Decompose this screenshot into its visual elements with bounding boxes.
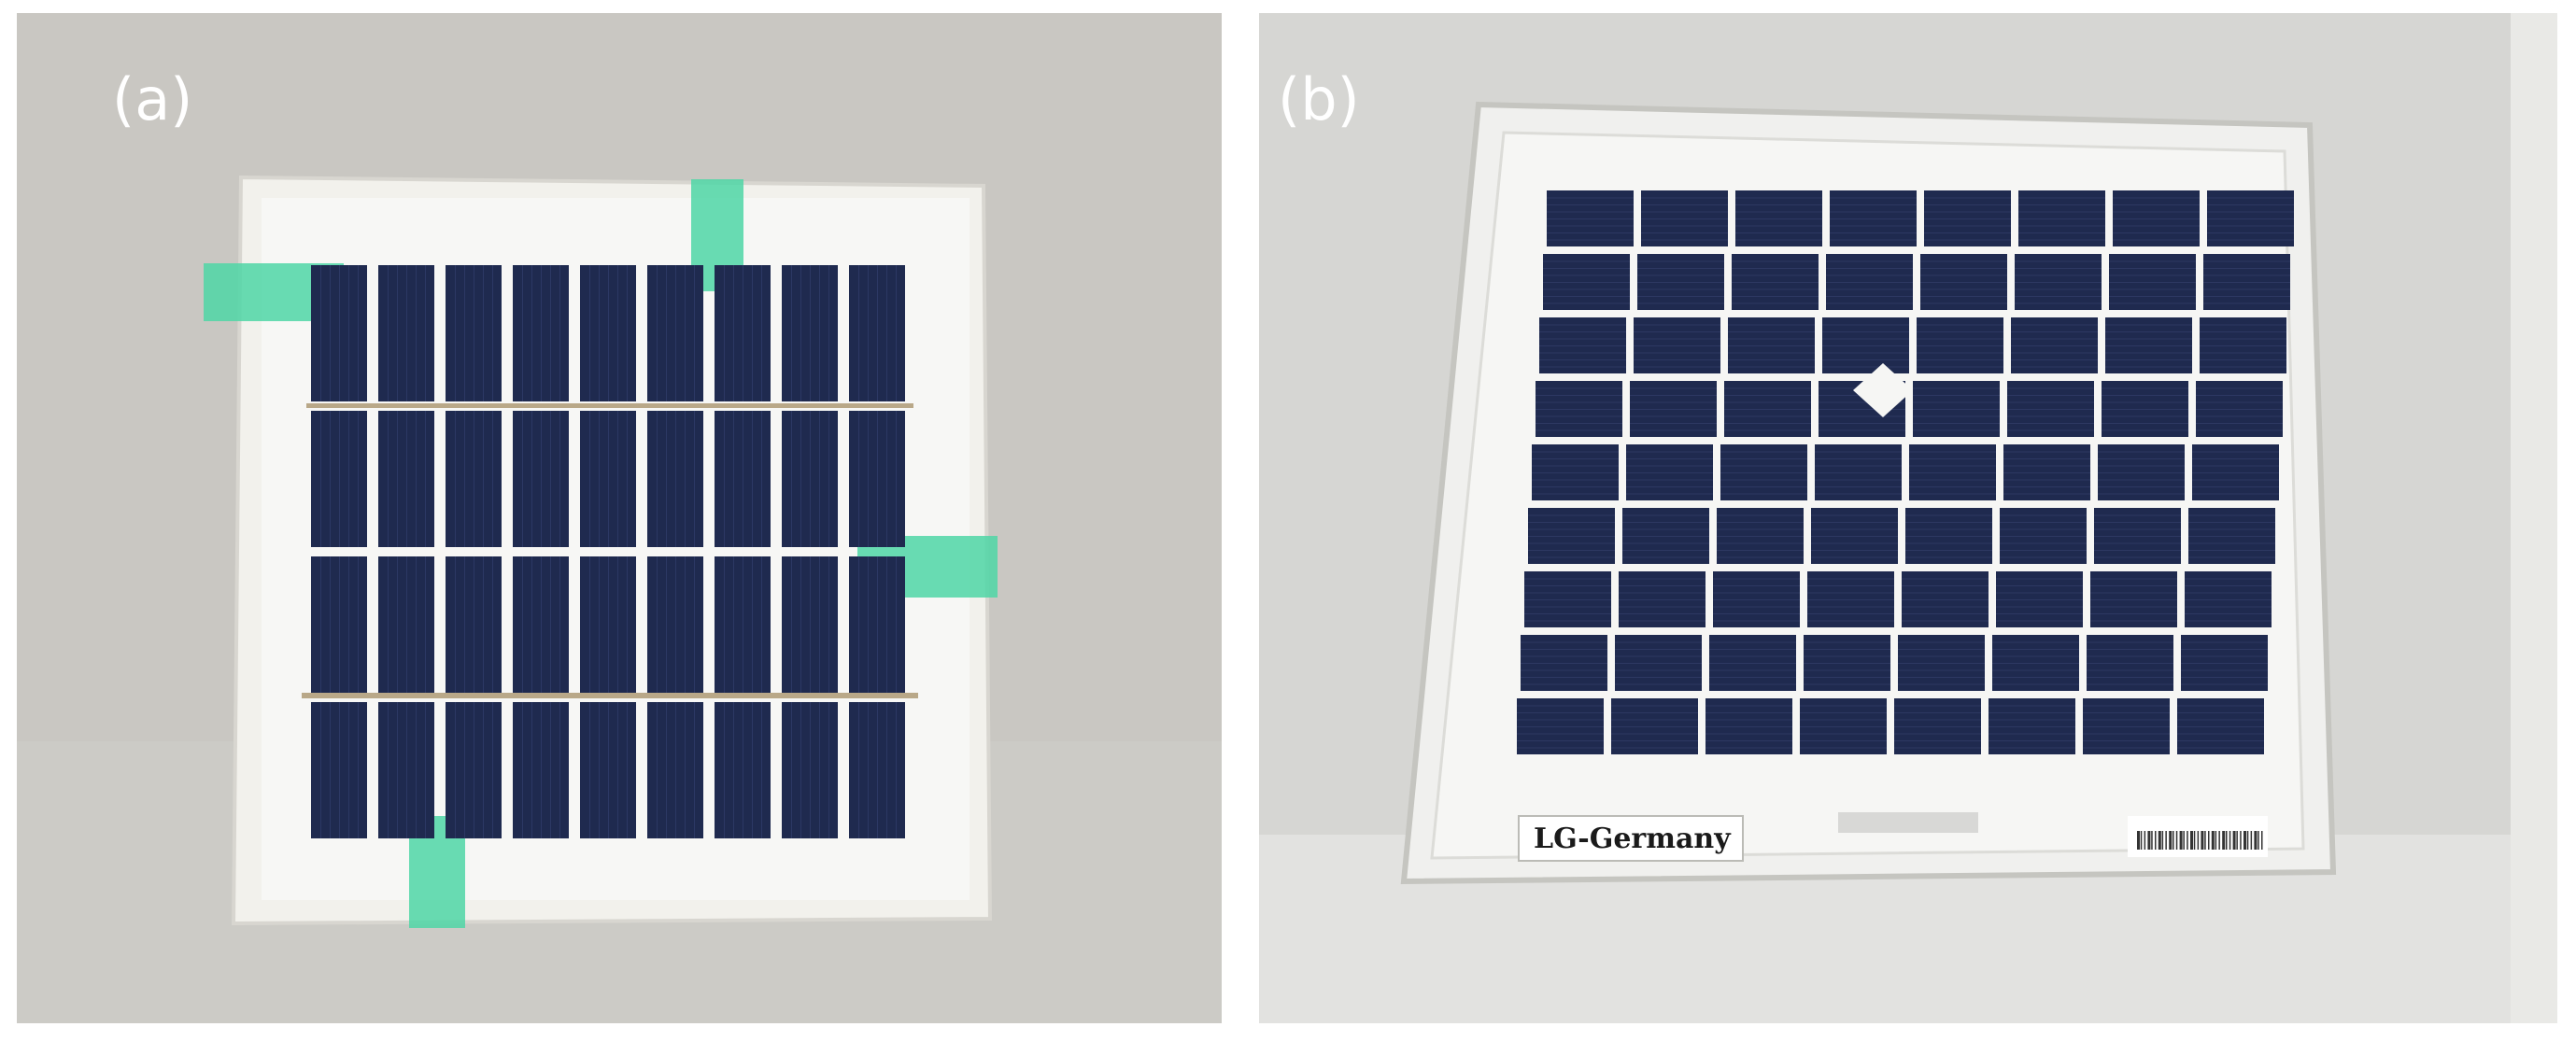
solar-panel-a-image [17,13,1222,1023]
photo-panel-b [1259,13,2557,1023]
panel-label-a: (a) [112,65,193,134]
solar-panel-b-image [1259,13,2557,1023]
module-brand-label: LG-Germany [1534,823,1731,855]
panel-label-b: (b) [1278,65,1360,134]
photo-panel-a [17,13,1222,1023]
